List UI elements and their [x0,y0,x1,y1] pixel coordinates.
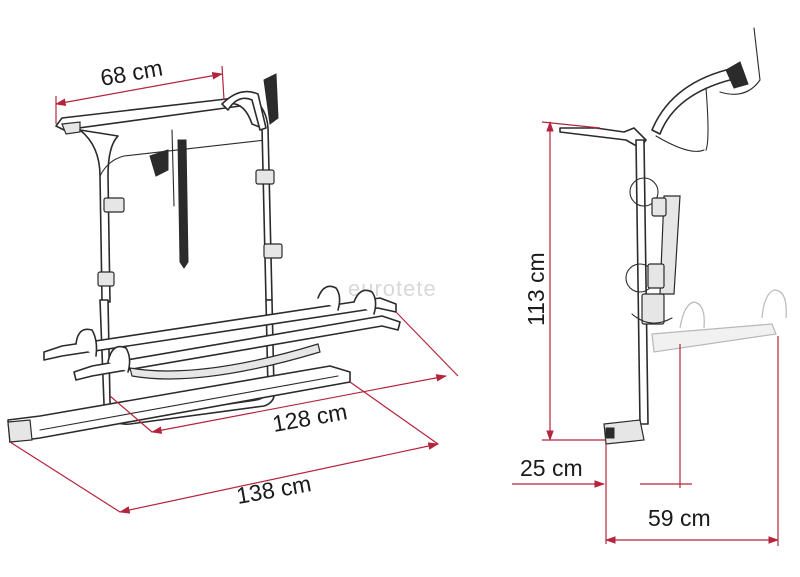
side-platform-link [631,313,673,324]
side-hoop-circle-1 [629,177,659,207]
left-clamp-upper [103,197,125,213]
side-strap-mid [705,87,709,151]
side-upper-hoop [651,67,739,135]
dim-ext-128-left [109,395,153,433]
dim-ext-113-top [541,121,601,129]
platform-extended-ghost [651,323,777,353]
side-upper-bracket [651,197,667,217]
right-clamp-upper [255,169,275,185]
top-rail [55,97,241,131]
ghost-hoop-left [679,301,705,329]
dim-label-128: 128 cm [270,398,349,437]
ghost-hoop-right [761,289,787,319]
side-mount-bolt [605,427,615,439]
dim-label-113: 113 cm [523,252,549,326]
side-vertical-post [635,139,649,425]
dim-line-138 [118,442,440,514]
side-folded-platform [641,293,665,325]
right-clamp-lower [263,243,283,259]
wheel-hoop-4 [353,289,377,315]
side-strap-curve [655,135,705,152]
dim-line-128 [150,374,448,434]
upper-crossbar [99,139,267,177]
right-top-hoop [221,90,267,131]
arm-holder-right [263,73,279,125]
side-upper-clamp [725,61,749,89]
left-clamp-lower [97,271,115,287]
left-upright [79,129,119,303]
wheel-hoop-3 [317,285,341,311]
carrier-side-view [559,27,787,445]
wheel-hoop-2 [107,345,131,373]
wheel-hoop-1 [75,328,98,357]
center-strap [177,139,189,269]
dim-ext-128-right [395,311,459,377]
dim-line-68 [54,72,224,106]
arm-holder-left [149,149,169,177]
dim-label-25: 25 cm [520,455,583,481]
dim-label-59: 59 cm [648,505,711,531]
side-inner-post [659,195,681,295]
side-mid-clamp [647,263,665,289]
dimension-lines [9,65,780,546]
carrier-perspective-view [7,73,401,443]
dim-ext-138-left [9,441,121,513]
side-top-arm [559,127,647,149]
rail-front [73,315,401,381]
top-left-bracket [61,121,81,135]
mounting-foot-left [7,419,33,443]
dim-ext-138-right [349,381,439,445]
side-strap-top [719,27,761,95]
center-bar [171,129,175,207]
dim-ext-68-right [221,65,225,101]
dim-label-68: 68 cm [98,54,164,90]
dim-label-138: 138 cm [234,470,313,509]
